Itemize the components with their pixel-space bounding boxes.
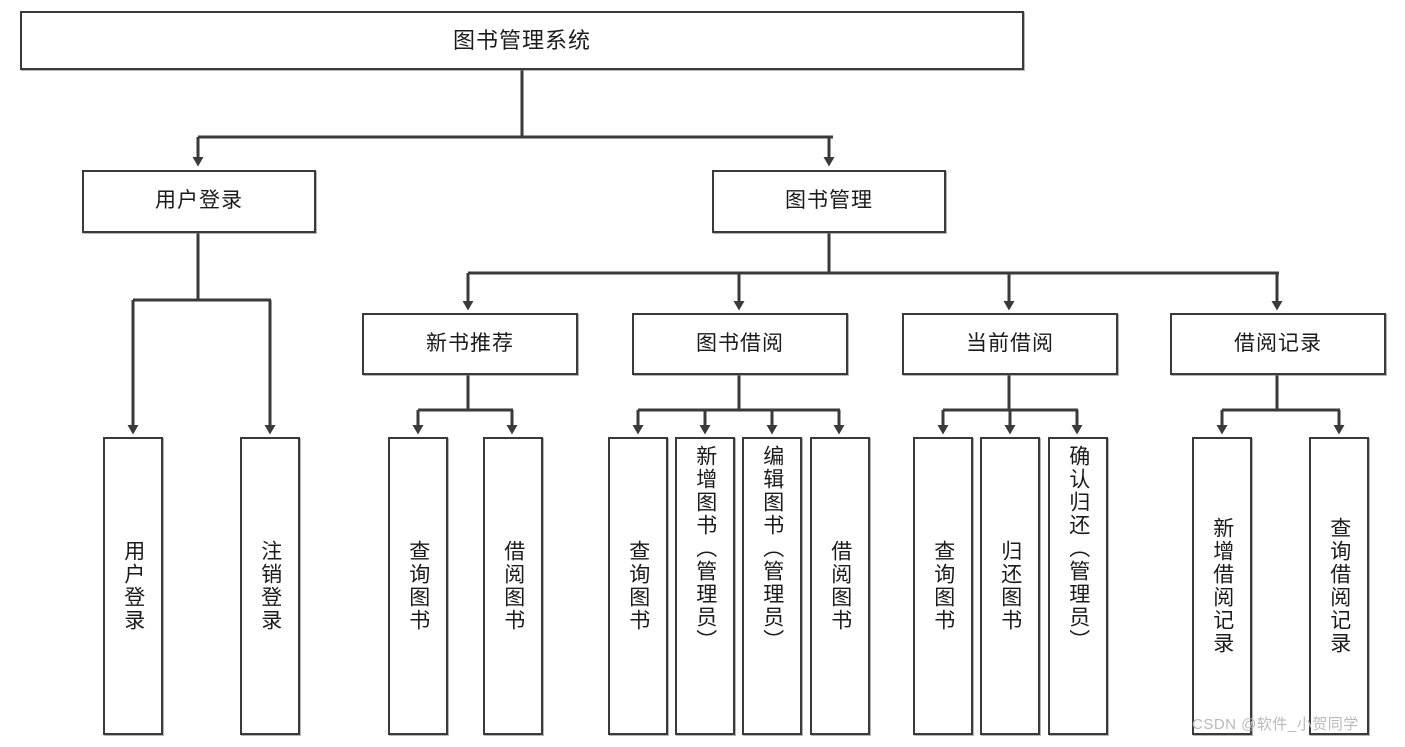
leaf-query-book-new-recommend[interactable]: 查询图书	[388, 437, 448, 735]
leaf-logout-login[interactable]: 注销登录	[240, 437, 300, 735]
node-label: 新增图书（管理员）	[693, 445, 717, 652]
leaf-query-book-current[interactable]: 查询图书	[913, 437, 973, 735]
leaf-edit-book-admin[interactable]: 编辑图书（管理员）	[742, 437, 802, 735]
node-label: 图书管理	[785, 189, 873, 213]
node-root-book-management-system[interactable]: 图书管理系统	[20, 11, 1024, 70]
node-label: 图书管理系统	[452, 27, 591, 53]
node-label: 归还图书	[998, 540, 1022, 632]
node-label: 借阅记录	[1234, 331, 1322, 355]
node-label: 当前借阅	[966, 331, 1054, 355]
leaf-query-book-borrow[interactable]: 查询图书	[608, 437, 668, 735]
node-label: 借阅图书	[828, 540, 852, 632]
node-book-management[interactable]: 图书管理	[712, 170, 946, 233]
leaf-add-book-admin[interactable]: 新增图书（管理员）	[675, 437, 735, 735]
node-label: 图书借阅	[696, 331, 784, 355]
node-label: 新书推荐	[426, 331, 514, 355]
leaf-confirm-return-admin[interactable]: 确认归还（管理员）	[1048, 437, 1108, 735]
node-label: 新增借阅记录	[1210, 517, 1234, 655]
node-label: 注销登录	[258, 540, 282, 632]
node-label: 查询图书	[626, 540, 650, 632]
node-new-book-recommend[interactable]: 新书推荐	[362, 313, 578, 375]
node-borrow-record[interactable]: 借阅记录	[1170, 313, 1386, 375]
node-label: 确认归还（管理员）	[1066, 445, 1090, 652]
node-label: 查询图书	[406, 540, 430, 632]
node-label: 用户登录	[155, 189, 243, 213]
node-label: 借阅图书	[501, 540, 525, 632]
node-current-borrow[interactable]: 当前借阅	[902, 313, 1118, 375]
node-user-login[interactable]: 用户登录	[82, 170, 316, 233]
node-book-borrow[interactable]: 图书借阅	[632, 313, 848, 375]
node-label: 编辑图书（管理员）	[760, 445, 784, 652]
watermark: CSDN @软件_小贺同学	[1192, 716, 1359, 733]
leaf-borrow-book-new-recommend[interactable]: 借阅图书	[483, 437, 543, 735]
leaf-add-borrow-record[interactable]: 新增借阅记录	[1192, 437, 1252, 735]
leaf-return-book[interactable]: 归还图书	[980, 437, 1040, 735]
leaf-query-borrow-record[interactable]: 查询借阅记录	[1309, 437, 1369, 735]
leaf-borrow-book-borrow[interactable]: 借阅图书	[810, 437, 870, 735]
node-label: 查询借阅记录	[1327, 517, 1351, 655]
node-label: 查询图书	[931, 540, 955, 632]
leaf-user-login[interactable]: 用户登录	[103, 437, 163, 735]
node-label: 用户登录	[121, 540, 145, 632]
